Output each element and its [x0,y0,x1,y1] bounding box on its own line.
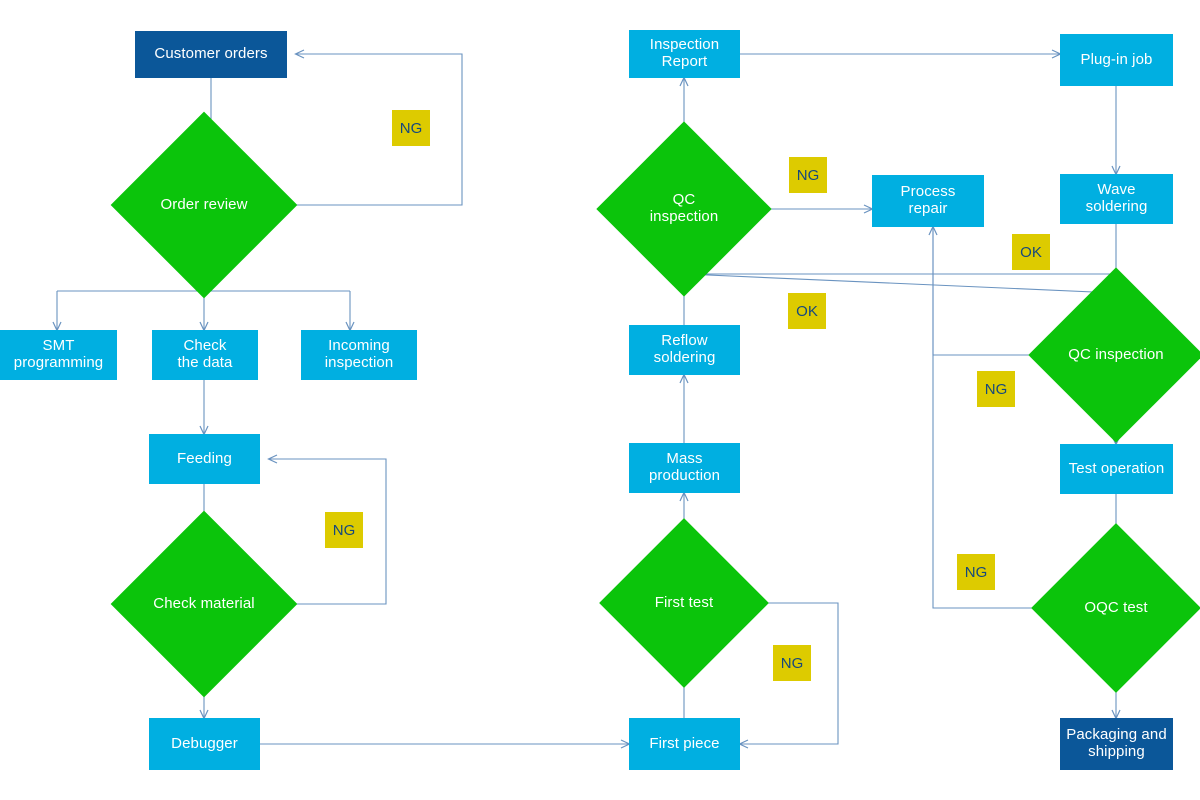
badge-ng-oqc-test: NG [957,554,995,590]
node-qc-inspection-mid[interactable]: QC inspection [596,121,772,297]
node-smt-programming[interactable]: SMT programming [0,330,117,380]
edge-review-ng-to-customer [270,49,463,206]
node-incoming-inspection[interactable]: Incoming inspection [301,330,417,380]
node-label: First piece [649,734,720,752]
badge-label: NG [399,119,423,137]
badge-ng-first-test: NG [773,645,811,681]
node-plug-in-job[interactable]: Plug-in job [1060,34,1173,86]
badge-label: NG [332,521,356,539]
badge-label: NG [796,166,820,184]
node-label: Incoming inspection [324,337,394,371]
node-first-piece[interactable]: First piece [629,718,740,770]
node-label: Wave soldering [1085,181,1148,215]
node-label: SMT programming [13,337,104,371]
node-label: Order review [160,195,248,213]
node-feeding[interactable]: Feeding [149,434,260,484]
edge-oqc-ng-repair [932,230,1056,609]
node-wave-soldering[interactable]: Wave soldering [1060,174,1173,224]
node-customer-orders[interactable]: Customer orders [135,31,287,78]
badge-ok-wave-soldering: OK [1012,234,1050,270]
node-oqc-test[interactable]: OQC test [1031,523,1200,693]
node-check-the-data[interactable]: Check the data [152,330,258,380]
node-label: Test operation [1068,459,1165,477]
node-label: Reflow soldering [653,332,716,366]
node-check-material[interactable]: Check material [110,510,298,698]
node-label: Mass production [648,450,721,484]
node-label: Packaging and shipping [1066,726,1167,760]
node-label: Customer orders [154,45,268,63]
node-order-review[interactable]: Order review [110,111,298,299]
node-test-operation[interactable]: Test operation [1060,444,1173,494]
node-label: Process repair [900,183,956,217]
badge-label: NG [964,563,988,581]
node-process-repair[interactable]: Process repair [872,175,984,227]
node-packaging-and-shipping[interactable]: Packaging and shipping [1060,718,1173,770]
edge-qc-mid-ok-right [683,269,1117,294]
node-label: OQC test [1084,598,1148,616]
node-label: QC inspection [1068,345,1164,363]
badge-label: OK [796,302,818,320]
badge-label: NG [780,654,804,672]
badge-ng-qc-inspection-right: NG [977,371,1015,407]
badge-ng-order-review: NG [392,110,430,146]
node-inspection-report[interactable]: Inspection Report [629,30,740,78]
node-reflow-soldering[interactable]: Reflow soldering [629,325,740,375]
node-label: Check material [153,594,255,612]
node-qc-inspection-right[interactable]: QC inspection [1028,267,1200,443]
node-label: QC inspection [649,191,719,225]
node-label: Plug-in job [1080,50,1153,68]
badge-ok-qc-inspection-mid: OK [788,293,826,329]
node-label: First test [654,593,714,611]
node-label: Inspection Report [649,36,720,70]
badge-ng-qc-inspection-mid: NG [789,157,827,193]
node-debugger[interactable]: Debugger [149,718,260,770]
badge-ng-check-material: NG [325,512,363,548]
node-first-test[interactable]: First test [599,518,769,688]
badge-label: NG [984,380,1008,398]
node-mass-production[interactable]: Mass production [629,443,740,493]
badge-label: OK [1020,243,1042,261]
node-label: Debugger [171,734,238,752]
node-label: Check the data [177,337,233,371]
node-label: Feeding [177,449,232,467]
